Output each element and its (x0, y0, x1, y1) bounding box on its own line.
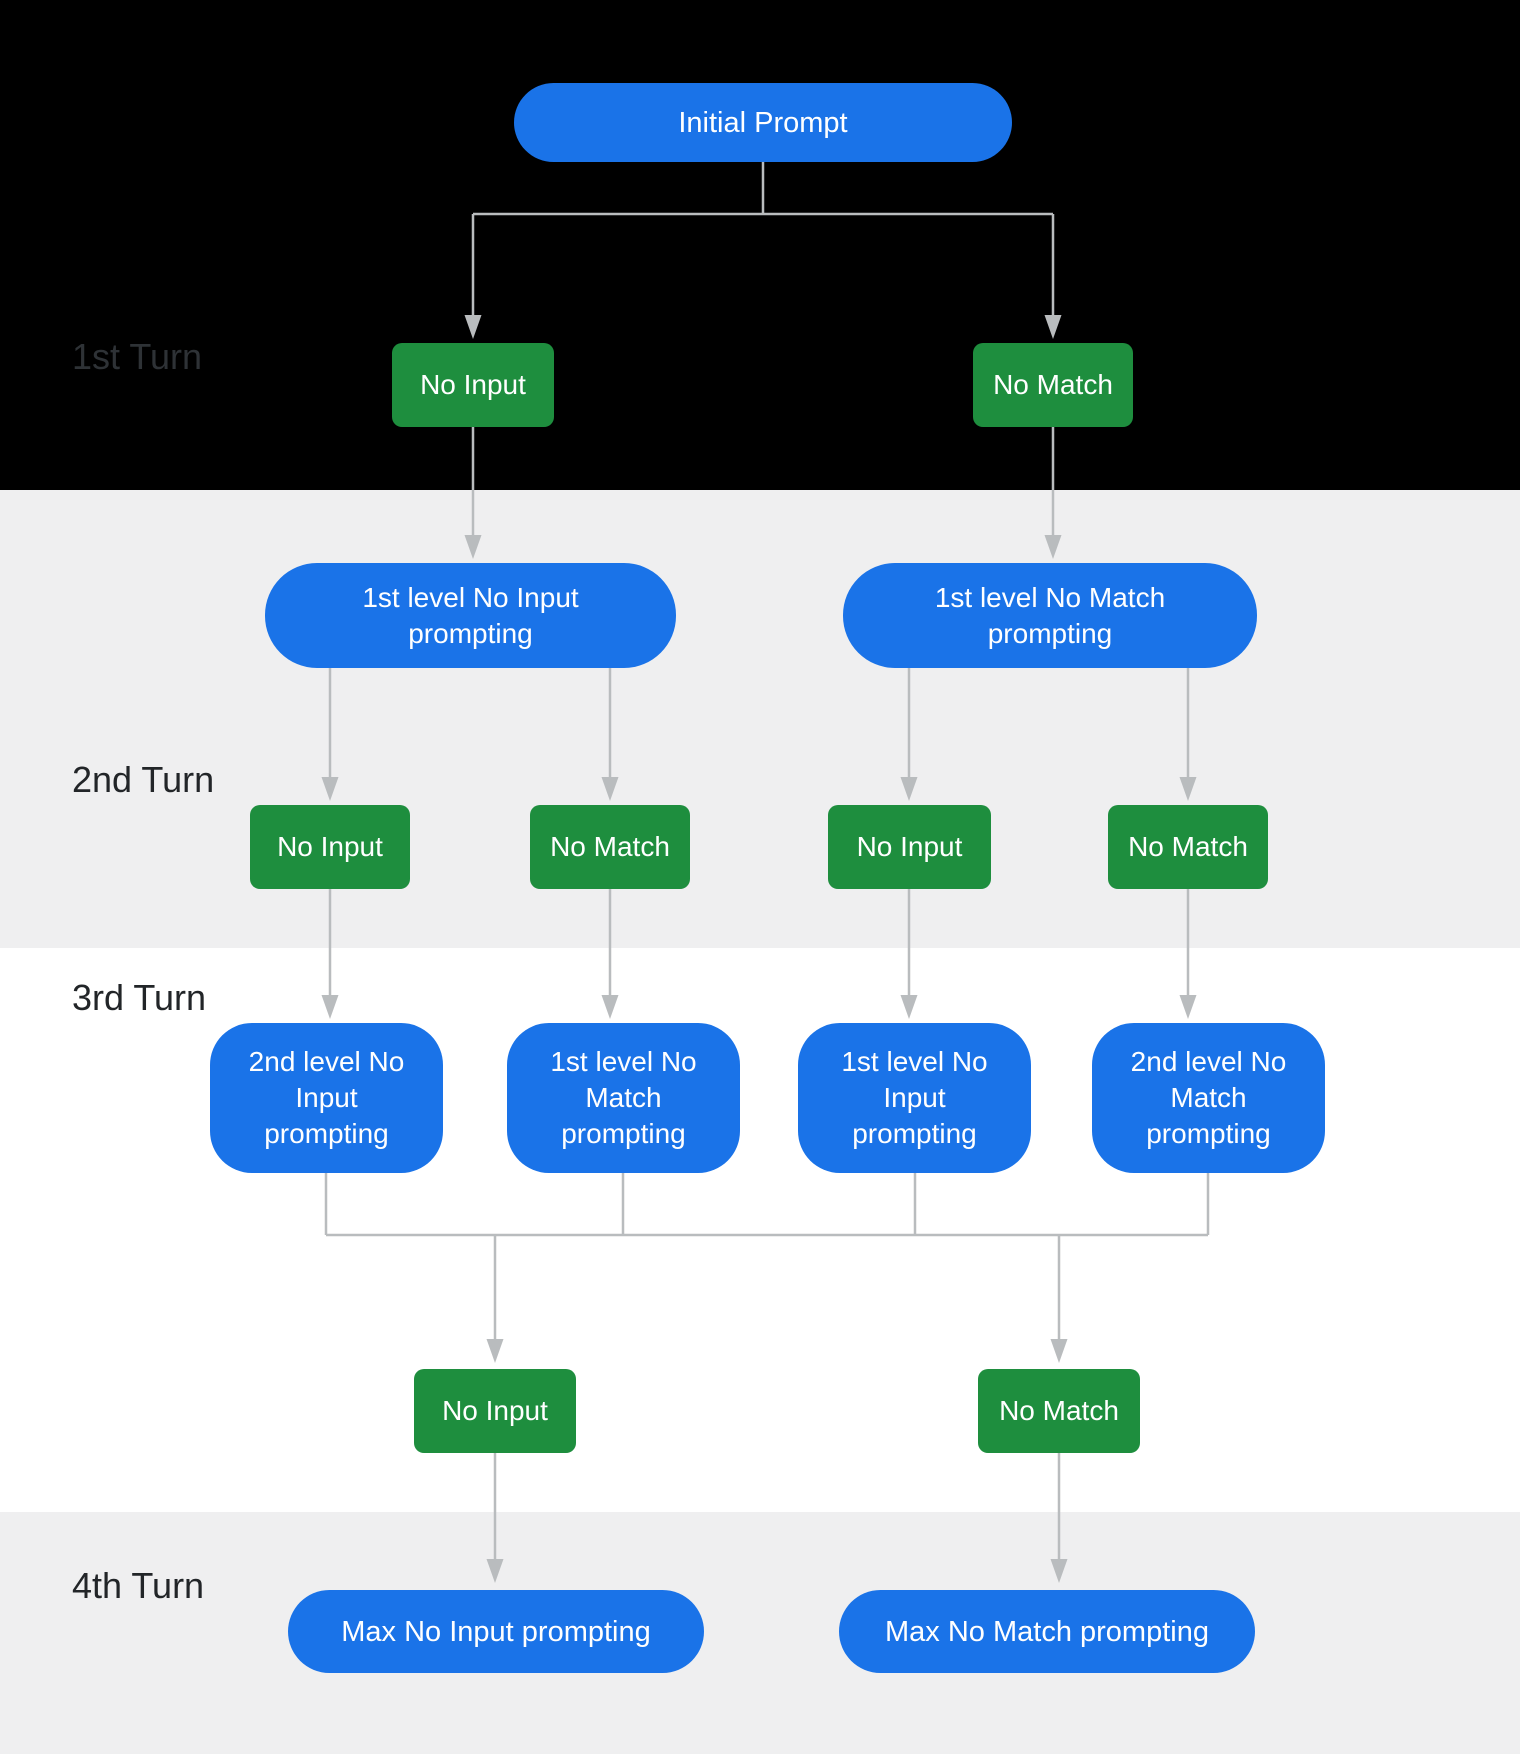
node-level2-no-match-prompting: 2nd level No Match prompting (1092, 1023, 1325, 1173)
node-max-no-input-prompting: Max No Input prompting (288, 1590, 704, 1673)
node-turn3-no-input: No Input (414, 1369, 576, 1453)
arrowhead-to-max-no-match-prompting (1050, 1559, 1068, 1583)
arrowhead-to-level2-no-match-prompting (1179, 995, 1197, 1019)
connector-line-initial-split (471, 162, 1055, 317)
band-turn-4 (0, 1512, 1520, 1754)
node-turn1-no-input: No Input (392, 343, 554, 427)
connector-turn1-to-level1 (464, 427, 1062, 559)
turn-label-2nd: 2nd Turn (72, 759, 215, 800)
node-level1-no-match-prompting-2: 1st level No Match prompting (507, 1023, 740, 1173)
arrowhead-to-level1-no-match-prompting-2 (601, 995, 619, 1019)
arrowhead-to-turn1-no-input (464, 315, 482, 339)
node-turn2-no-input-left: No Input (250, 805, 410, 889)
connector-turn2-to-level2 (321, 889, 1197, 1019)
node-turn1-no-match: No Match (973, 343, 1133, 427)
band-turn-1 (0, 0, 1520, 490)
connector-level1-to-turn2 (321, 668, 1197, 801)
connector-line-turn2-to-level2 (328, 889, 1190, 997)
arrowhead-to-turn2-no-match-left (601, 777, 619, 801)
node-turn2-no-input-right: No Input (828, 805, 991, 889)
arrowhead-to-level2-no-input-prompting (321, 995, 339, 1019)
connector-line-merge-bus (324, 1173, 1210, 1341)
node-max-no-match-prompting: Max No Match prompting (839, 1590, 1255, 1673)
connector-turn3-to-max (486, 1453, 1068, 1583)
arrowhead-to-turn2-no-input-left (321, 777, 339, 801)
connector-initial-split (464, 162, 1062, 339)
arrowhead-to-turn3-no-input (486, 1339, 504, 1363)
connector-line-level1-to-turn2 (328, 668, 1190, 779)
node-level2-no-input-prompting: 2nd level No Input prompting (210, 1023, 443, 1173)
node-level1-no-input-prompting: 1st level No Input prompting (265, 563, 676, 668)
turn-label-1st: 1st Turn (72, 336, 203, 377)
arrowhead-to-level1-no-input (464, 535, 482, 559)
turn-label-3rd: 3rd Turn (72, 977, 207, 1018)
node-turn2-no-match-left: No Match (530, 805, 690, 889)
arrowhead-to-turn2-no-match-right (1179, 777, 1197, 801)
arrowhead-to-level1-no-match (1044, 535, 1062, 559)
node-turn2-no-match-right: No Match (1108, 805, 1268, 889)
turn-label-4th: 4th Turn (72, 1565, 205, 1606)
node-initial-prompt: Initial Prompt (514, 83, 1012, 162)
arrowhead-to-max-no-input-prompting (486, 1559, 504, 1583)
arrowhead-to-turn2-no-input-right (900, 777, 918, 801)
connector-line-turn3-to-max (493, 1453, 1061, 1561)
connector-level2-merge-bus (324, 1173, 1210, 1363)
arrowhead-to-level1-no-input-prompting-2 (900, 995, 918, 1019)
arrowhead-to-turn1-no-match (1044, 315, 1062, 339)
connector-line-turn1-to-level1 (471, 427, 1055, 537)
node-level1-no-match-prompting: 1st level No Match prompting (843, 563, 1257, 668)
node-level1-no-input-prompting-2: 1st level No Input prompting (798, 1023, 1031, 1173)
arrowhead-to-turn3-no-match (1050, 1339, 1068, 1363)
node-turn3-no-match: No Match (978, 1369, 1140, 1453)
